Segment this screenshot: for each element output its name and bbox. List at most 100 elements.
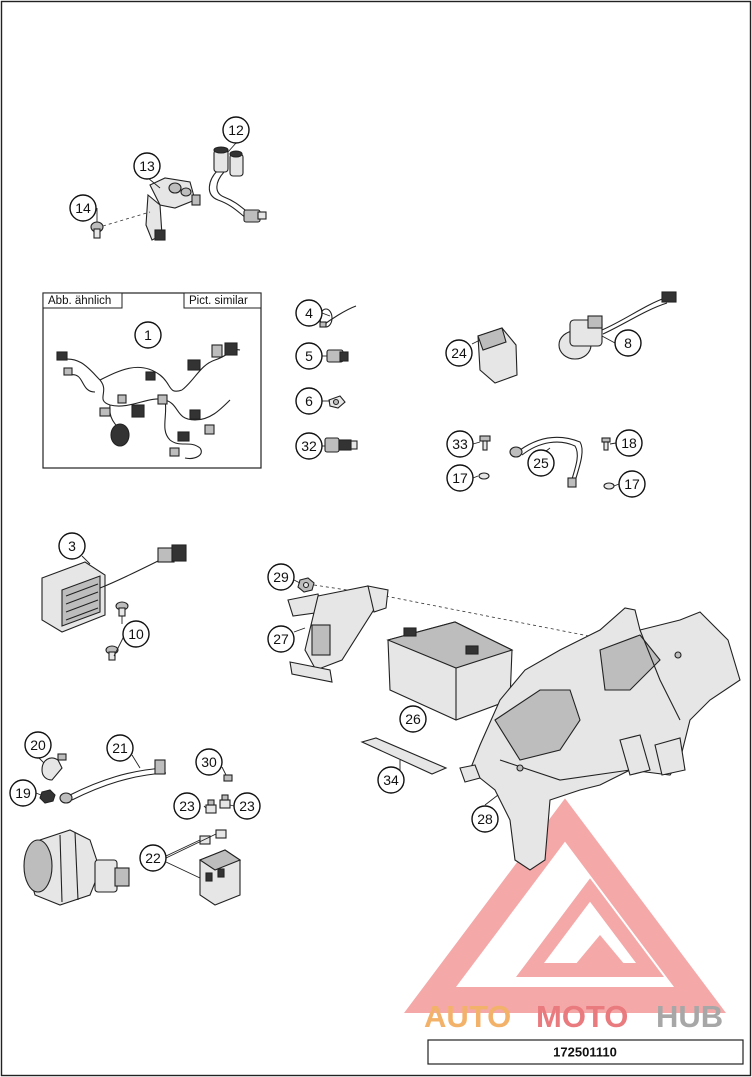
callout-24: 24: [445, 339, 473, 367]
relay-22: [198, 849, 242, 906]
callout-label: 12: [228, 122, 244, 138]
clip-6: [328, 395, 346, 409]
callout-label: 28: [477, 811, 493, 827]
callout-14: 14: [69, 194, 97, 222]
callout-10: 10: [122, 620, 150, 648]
callout-18: 18: [615, 429, 643, 457]
nut-19: [39, 789, 56, 804]
callout-label: 26: [405, 711, 421, 727]
terminal-cap-20: [41, 753, 67, 781]
ground-cable-25: [509, 436, 583, 488]
watermark-part-auto: AUTO: [424, 999, 511, 1034]
callout-27: 27: [267, 625, 295, 653]
callout-label: 23: [239, 798, 255, 814]
regulator-3: [41, 544, 187, 633]
connector-32: [324, 437, 358, 453]
callout-26: 26: [399, 705, 427, 733]
callout-label: 17: [452, 470, 468, 486]
callout-33: 33: [446, 430, 474, 458]
ignition-plug-cable: [208, 146, 267, 223]
callout-label: 33: [452, 436, 468, 452]
screw-33: [479, 435, 491, 451]
callout-label: 25: [533, 455, 549, 471]
cable-tie-4: [319, 305, 357, 328]
callout-20: 20: [24, 731, 52, 759]
callout-label: 23: [179, 798, 195, 814]
leader-lines: [35, 142, 620, 879]
starter-cable-21: [59, 759, 167, 804]
callout-label: 1: [144, 327, 152, 343]
callout-label: 19: [15, 785, 31, 801]
horn-8: [558, 291, 677, 360]
callout-label: 17: [624, 476, 640, 492]
callout-label: 3: [68, 538, 76, 554]
washer-17b: [603, 482, 615, 490]
diagram-id-box: 172501110: [427, 1039, 744, 1065]
watermark-logo: [404, 798, 726, 1013]
battery-pad-34: [360, 737, 448, 775]
callout-label: 10: [128, 626, 144, 642]
nut-29: [297, 577, 315, 593]
watermark-text: AUTO MOTO HUB: [424, 999, 723, 1034]
box-label-right: Pict. similar: [189, 295, 248, 307]
callout-29: 29: [267, 563, 295, 591]
callout-label: 32: [301, 438, 317, 454]
callout-3: 3: [58, 532, 86, 560]
screw-14: [90, 221, 104, 239]
box-label-left: Abb. ähnlich: [48, 295, 111, 307]
relay-cover-24: [477, 327, 518, 384]
watermark-part-hub: HUB: [656, 999, 723, 1034]
callout-8: 8: [614, 329, 642, 357]
callout-label: 22: [145, 850, 161, 866]
callout-label: 24: [451, 345, 467, 361]
callout-22: 22: [139, 844, 167, 872]
callout-17b: 17: [618, 470, 646, 498]
callout-28: 28: [471, 805, 499, 833]
callout-label: 6: [305, 393, 313, 409]
callout-label: 8: [624, 335, 632, 351]
callout-label: 21: [112, 740, 128, 756]
callout-label: 20: [30, 737, 46, 753]
battery-box-28: [459, 607, 741, 871]
callout-6: 6: [295, 387, 323, 415]
callout-23b: 23: [233, 792, 261, 820]
callout-label: 34: [383, 772, 399, 788]
callout-32: 32: [295, 432, 323, 460]
callout-30: 30: [195, 748, 223, 776]
ignition-switch-bracket: [145, 177, 201, 241]
starter-motor: [23, 829, 130, 906]
screw-10a: [115, 601, 129, 617]
callout-label: 14: [75, 200, 91, 216]
screw-18: [601, 437, 611, 451]
callout-label: 4: [305, 305, 313, 321]
callout-label: 27: [273, 631, 289, 647]
fuse-23a: [205, 799, 217, 814]
callout-4: 4: [295, 299, 323, 327]
callout-21: 21: [106, 734, 134, 762]
watermark-part-moto: MOTO: [536, 999, 628, 1034]
callout-label: 29: [273, 569, 289, 585]
callout-label: 5: [305, 348, 313, 364]
callout-17a: 17: [446, 464, 474, 492]
connector-5: [326, 349, 349, 363]
callout-label: 13: [139, 158, 155, 174]
callout-label: 18: [621, 435, 637, 451]
wiring-harness: [56, 342, 241, 459]
battery-26: [386, 621, 514, 721]
callout-label: 30: [201, 754, 217, 770]
battery-bracket-27: [287, 585, 389, 683]
callout-1: 1: [134, 321, 162, 349]
callout-34: 34: [377, 766, 405, 794]
callout-5: 5: [295, 342, 323, 370]
callout-25: 25: [527, 449, 555, 477]
callout-23a: 23: [173, 792, 201, 820]
callout-13: 13: [133, 152, 161, 180]
screw-10b: [105, 645, 119, 661]
fuse-23b: [219, 794, 231, 809]
callout-12: 12: [222, 116, 250, 144]
fuse-30: [223, 774, 233, 782]
callout-19: 19: [9, 779, 37, 807]
washer-17a: [478, 472, 490, 480]
